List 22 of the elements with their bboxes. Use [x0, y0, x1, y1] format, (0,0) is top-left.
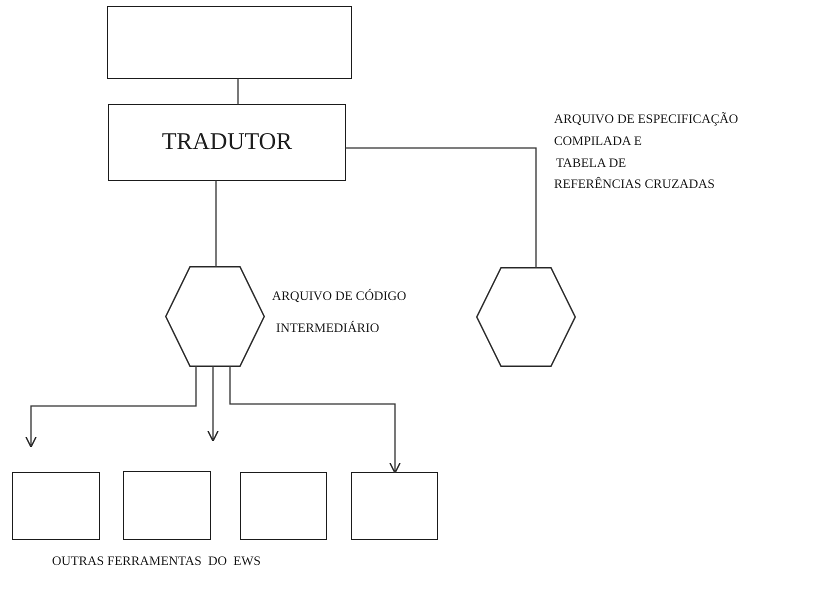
connector-line	[346, 147, 537, 267]
caption-text: OUTRAS FERRAMENTAS DO EWS	[52, 553, 261, 569]
annotation-text: COMPILADA E	[554, 133, 642, 149]
empty-box	[107, 6, 352, 79]
empty-box	[240, 472, 327, 540]
annotation-text: INTERMEDIÁRIO	[276, 320, 380, 336]
connector-line	[237, 79, 239, 104]
annotation-text: ARQUIVO DE CÓDIGO	[272, 288, 406, 304]
empty-box	[123, 471, 211, 540]
process-box	[108, 104, 346, 181]
box-label: TRADUTOR	[162, 129, 292, 156]
annotation-text: REFERÊNCIAS CRUZADAS	[554, 176, 715, 192]
empty-box	[12, 472, 100, 540]
annotation-text: TABELA DE	[556, 155, 626, 171]
arrow	[25, 367, 197, 448]
hexagon-shape	[165, 266, 265, 367]
empty-box	[351, 472, 438, 540]
connector-line	[215, 181, 217, 266]
arrow	[229, 367, 401, 474]
annotation-text: ARQUIVO DE ESPECIFICAÇÃO	[554, 111, 738, 127]
arrow	[207, 367, 219, 442]
hexagon-shape	[476, 267, 576, 367]
